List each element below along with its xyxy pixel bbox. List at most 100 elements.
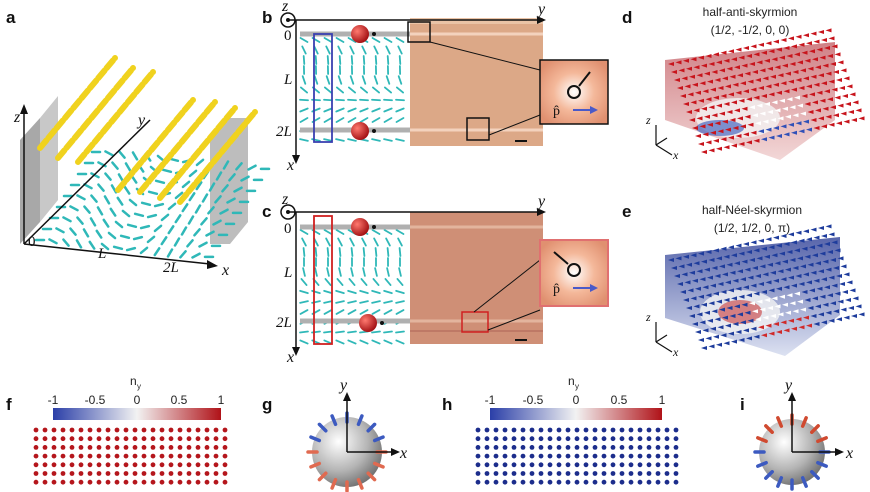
spin-arrow: [683, 102, 689, 106]
spin-arrow: [798, 86, 805, 90]
grid-dot: [114, 471, 120, 476]
spin-arrow: [684, 84, 691, 89]
spin-arrow: [776, 330, 782, 334]
spin-arrow: [783, 89, 790, 94]
floor-arrow: [195, 181, 203, 191]
spin-arrow: [795, 78, 802, 82]
spin-arrow: [752, 70, 758, 74]
grid-dot: [114, 453, 120, 459]
spin-arrow: [710, 326, 716, 331]
floor-arrow: [191, 252, 201, 259]
spin-arrow: [783, 328, 790, 333]
grid-dot: [601, 479, 607, 485]
spin-arrow: [758, 86, 764, 90]
spin-arrow: [816, 47, 823, 52]
grid-dot: [78, 453, 84, 459]
spin-arrow: [758, 129, 764, 134]
b-y-label: y: [536, 1, 546, 18]
spin-arrow: [710, 130, 716, 135]
floor-arrow: [146, 213, 158, 219]
spin-arrow: [705, 336, 712, 341]
sphere-arrow: [317, 471, 328, 482]
grid-dot: [204, 471, 210, 476]
cyan-arrow: [335, 138, 345, 142]
spin-arrow: [732, 82, 739, 87]
cyan-arrow: [385, 237, 391, 247]
spin-arrow: [731, 296, 737, 301]
grid-dot: [159, 453, 165, 459]
spin-arrow: [792, 70, 799, 74]
spin-arrow: [759, 111, 766, 116]
spin-arrow: [686, 110, 692, 114]
grid-dot: [51, 471, 57, 476]
spin-arrow: [740, 124, 746, 129]
spin-arrow: [813, 322, 820, 326]
d-z-label: z: [645, 113, 651, 127]
floor-arrow: [167, 202, 177, 211]
yellow-rods: [37, 55, 258, 205]
spin-arrow: [836, 121, 842, 126]
cyan-arrow: [299, 107, 309, 113]
cyan-arrow: [383, 138, 393, 142]
a-x-label: x: [221, 262, 229, 279]
floor-arrow: [181, 180, 191, 189]
spin-arrow: [839, 86, 845, 90]
spin-arrow: [803, 76, 809, 81]
spin-arrow: [836, 317, 842, 322]
floor-arrow: [233, 186, 243, 193]
floor-arrow: [75, 239, 83, 249]
cyan-arrow: [395, 138, 405, 142]
spin-arrow: [773, 126, 779, 130]
grid-dot: [141, 479, 147, 485]
spin-arrow: [716, 256, 722, 261]
grid-dot: [222, 436, 228, 442]
grid-dot: [565, 427, 571, 433]
spin-arrow: [827, 97, 833, 102]
spin-arrow: [786, 250, 793, 254]
grid-dot: [547, 445, 553, 450]
spin-arrow: [719, 264, 725, 269]
grid-dot: [547, 479, 553, 485]
grid-dot: [538, 445, 544, 450]
spin-arrow: [689, 270, 695, 275]
spin-arrow: [780, 234, 787, 238]
grid-dot: [601, 462, 607, 468]
grid-dot: [484, 479, 490, 485]
panel-c-letter: c: [262, 202, 271, 221]
sphere-arrow: [816, 436, 828, 444]
panel-g-letter: g: [262, 395, 272, 414]
spin-arrow: [765, 280, 772, 285]
floor-arrow: [212, 219, 222, 226]
grid-dot: [51, 462, 57, 468]
spin-arrow: [690, 296, 697, 301]
grid-dot: [69, 471, 75, 476]
tick-label: 0: [573, 393, 580, 407]
spin-arrow: [743, 242, 749, 246]
spin-arrow: [833, 70, 839, 74]
i-y-label: y: [783, 377, 793, 394]
floor-arrow: [125, 246, 137, 252]
spin-arrow: [738, 142, 745, 146]
grid-dot: [96, 453, 102, 459]
cyan-arrow: [324, 278, 332, 286]
spin-arrow: [758, 325, 764, 330]
spin-arrow: [714, 121, 721, 126]
y-axis: [23, 119, 151, 245]
cyan-arrow: [299, 300, 309, 304]
i-y-arrow-icon: [788, 392, 796, 401]
spin-arrow: [776, 47, 782, 52]
grid-dot: [664, 471, 670, 476]
floor-arrow: [121, 209, 131, 218]
grid-dot: [168, 479, 174, 485]
grid-dot: [493, 471, 499, 476]
spin-arrow: [815, 65, 821, 70]
cyan-arrow: [396, 278, 404, 286]
spin-arrow: [719, 68, 725, 73]
spin-arrow: [749, 105, 755, 110]
sphere-arrow: [756, 436, 768, 444]
d-subtitle: (1/2, -1/2, 0, 0): [711, 23, 790, 37]
grid-dot: [51, 453, 57, 459]
grid-dot: [619, 445, 625, 450]
spin-arrow: [714, 274, 721, 278]
cyan-arrow: [350, 247, 354, 257]
